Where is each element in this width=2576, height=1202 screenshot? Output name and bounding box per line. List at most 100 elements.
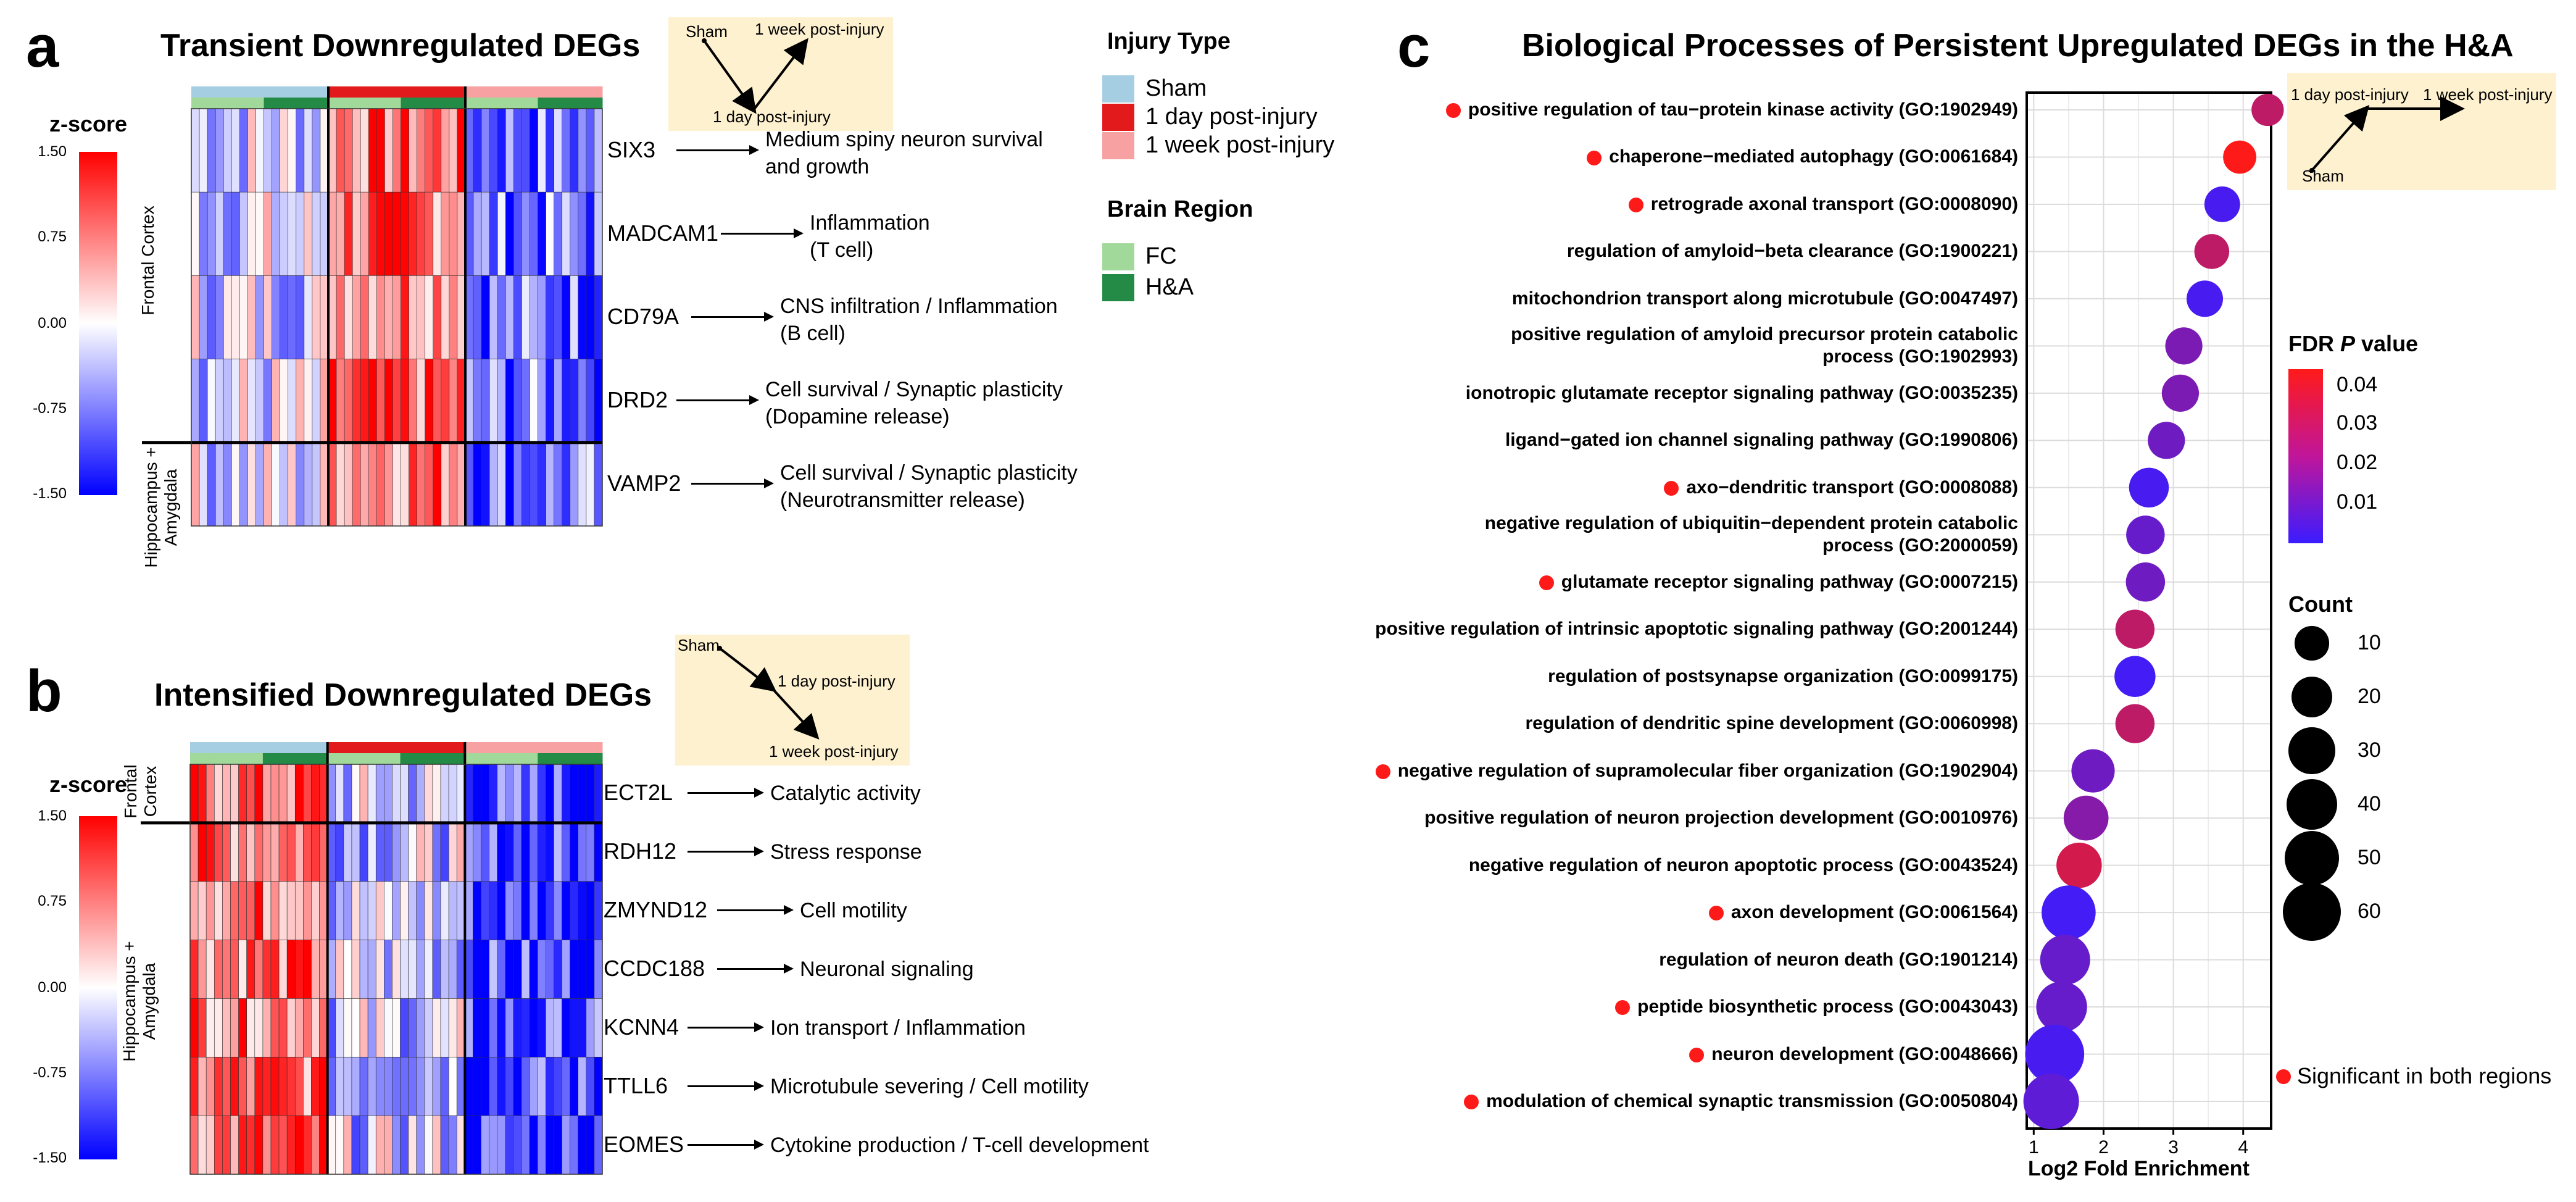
go-term-label: neuron development (GO:0048666) [1689, 1043, 2018, 1066]
arrow-head [754, 846, 764, 857]
arrow-head [764, 478, 774, 489]
go-term-label: positive regulation of tau−protein kinas… [1445, 99, 2018, 121]
data-point [2023, 1073, 2079, 1130]
zscore-b-colorbar [79, 816, 117, 1159]
sig-dot [1628, 198, 1643, 213]
panel-c-label: c [1397, 14, 1431, 80]
data-point [2042, 885, 2096, 940]
zscore-a-tick: 1.50 [38, 143, 67, 160]
inset-c-sham: Sham [2302, 167, 2344, 185]
inset-c-week1: 1 week post-injury [2423, 85, 2553, 104]
sig-dot [1615, 1000, 1631, 1016]
fdr-title-italic: P [2340, 331, 2356, 356]
zscore-b-tick: 1.50 [38, 808, 67, 824]
go-term-label: negative regulation of ubiquitin−depende… [1484, 513, 2018, 556]
go-term-label: peptide biosynthetic process (GO:0043043… [1615, 996, 2018, 1018]
heatmap-b [141, 742, 603, 1175]
go-term-label: chaperone−mediated autophagy (GO:0061684… [1587, 146, 2018, 168]
inset-b-week1: 1 week post-injury [769, 742, 899, 761]
count-legend-label: 20 [2358, 685, 2381, 708]
fdr-colorbar [2288, 369, 2323, 543]
gene-arrow [676, 399, 750, 402]
data-point [2129, 467, 2169, 508]
gene-arrow [676, 149, 750, 151]
gene-arrow [717, 909, 785, 912]
gene-arrow [691, 483, 765, 485]
gene-name: ZMYND12 [604, 897, 708, 923]
gene-function: Stress response [770, 840, 922, 864]
zscore-b-tick: -1.50 [33, 1150, 67, 1166]
fdr-tick: 0.03 [2337, 411, 2378, 435]
panel-b-label: b [26, 658, 62, 724]
zscore-b-tick: 0.75 [38, 893, 67, 909]
region-legend-title: Brain Region [1107, 196, 1253, 222]
gene-arrow [688, 1085, 755, 1087]
gene-name: KCNN4 [604, 1014, 679, 1040]
data-point [2056, 842, 2102, 888]
gene-function: Medium spiny neuron survival and growth [765, 127, 1043, 178]
fdr-title-suffix: value [2355, 331, 2419, 356]
go-term-label: positive regulation of amyloid precursor… [1511, 324, 2018, 367]
inset-a-sham: Sham [686, 22, 728, 41]
gene-function: Catalytic activity [770, 782, 921, 806]
data-point [2161, 374, 2200, 412]
arrow-head [754, 1022, 764, 1032]
region-b-bottom: Hippocampus + Amygdala [120, 941, 159, 1062]
zscore-b-tick: 0.00 [38, 979, 67, 996]
count-legend-dot [2295, 626, 2329, 661]
data-point [2194, 234, 2230, 269]
heatmap-a [142, 86, 603, 527]
x-tick-label: 1 [2028, 1137, 2039, 1158]
count-legend-label: 10 [2358, 631, 2381, 654]
sig-dot [1664, 480, 1679, 496]
gene-function: Cell survival / Synaptic plasticity (Neu… [780, 461, 1078, 512]
panel-c-inset: 1 day post-injury 1 week post-injury Sha… [2287, 73, 2556, 190]
x-tick-label: 3 [2168, 1137, 2179, 1158]
gene-arrow [688, 1143, 755, 1146]
go-term-label: retrograde axonal transport (GO:0008090) [1628, 193, 2018, 215]
go-term-label: regulation of neuron death (GO:1901214) [1659, 949, 2018, 970]
gene-name: SIX3 [607, 136, 656, 162]
go-term-label: mitochondrion transport along microtubul… [1511, 288, 2018, 309]
sig-legend-label: Significant in both regions [2297, 1063, 2552, 1088]
gene-function: Ion transport / Inflammation [770, 1016, 1026, 1040]
legend-swatch [1102, 104, 1134, 131]
legend-label: Sham [1145, 75, 1207, 101]
gene-name: CD79A [607, 304, 679, 329]
gene-arrow [717, 968, 785, 970]
fdr-tick: 0.01 [2337, 490, 2378, 514]
arrow-head [794, 228, 804, 238]
arrow-head [754, 788, 764, 798]
injury-legend-title: Injury Type [1107, 28, 1231, 54]
data-point [2114, 656, 2156, 697]
gene-function: Cell motility [800, 899, 907, 923]
arrow-head [764, 312, 774, 322]
go-term-label: negative regulation of supramolecular fi… [1375, 760, 2018, 782]
gene-name: RDH12 [604, 838, 677, 864]
sig-legend-dot [2276, 1069, 2291, 1084]
gene-name: EOMES [604, 1131, 684, 1157]
zscore-a-colorbar [79, 152, 117, 495]
go-term-label: modulation of chemical synaptic transmis… [1464, 1090, 2018, 1112]
inset-b-arrows [717, 646, 820, 740]
zscore-a-tick: 0.00 [38, 315, 67, 332]
legend-label: FC [1145, 243, 1177, 269]
gene-name: CCDC188 [604, 956, 705, 981]
go-term-label: regulation of dendritic spine developmen… [1525, 713, 2018, 734]
inset-b-day1: 1 day post-injury [778, 672, 895, 690]
go-term-label: regulation of amyloid−beta clearance (GO… [1566, 241, 2018, 262]
data-point [2204, 186, 2240, 222]
gene-name: ECT2L [604, 780, 673, 806]
data-point [2148, 422, 2185, 459]
inset-a-day1: 1 day post-injury [713, 107, 831, 126]
data-point [2071, 749, 2115, 793]
sig-dot [1464, 1095, 1479, 1110]
panel-c-title: Biological Processes of Persistent Upreg… [1522, 28, 2514, 64]
count-legend-label: 30 [2358, 738, 2381, 762]
fdr-tick: 0.04 [2337, 373, 2378, 396]
zscore-b-title: z-score [49, 772, 128, 797]
go-term-label: positive regulation of intrinsic apoptot… [1375, 619, 2018, 640]
gene-function: CNS infiltration / Inflammation (B cell) [780, 294, 1058, 345]
data-point [2126, 515, 2165, 554]
fdr-tick: 0.02 [2337, 451, 2378, 474]
